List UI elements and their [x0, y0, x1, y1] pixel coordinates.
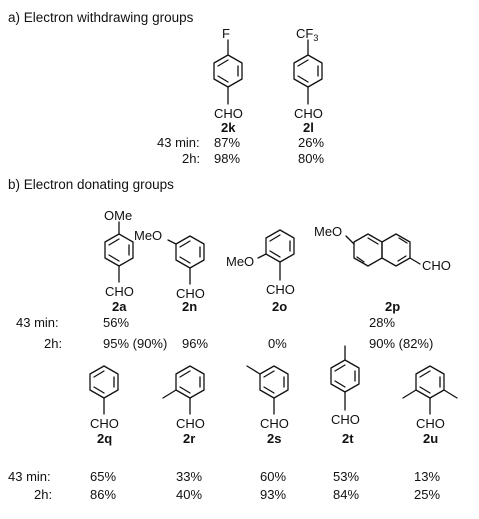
yield-2p-43min: 28% [369, 315, 396, 330]
yield-2t-43min: 53% [333, 469, 360, 484]
structure-2l: CF3 CHO [293, 26, 323, 121]
yield-2u-43min: 13% [414, 469, 441, 484]
compound-id-2k: 2k [221, 120, 236, 135]
label-2u-group: CHO [416, 416, 445, 431]
structure-2n: MeO CHO [134, 228, 205, 301]
compound-id-2u: 2u [423, 431, 439, 446]
yield-2n-2h: 96% [182, 336, 209, 351]
yield-2r-43min: 33% [176, 469, 203, 484]
structure-2k: F CHO [213, 26, 243, 121]
yield-2p-2h: 90% (82%) [369, 336, 434, 351]
structure-2u: CHO [402, 365, 458, 431]
yield-2l-43min: 26% [298, 135, 325, 150]
row-label-43min-b: 43 min: [16, 315, 59, 330]
structure-2q: CHO [89, 365, 119, 431]
row-label-2h-b: 2h: [44, 336, 63, 351]
label-2s-group: CHO [260, 416, 289, 431]
label-2o-group: CHO [266, 282, 295, 297]
row-label-43min-c: 43 min: [8, 469, 51, 484]
structure-2p: MeO CHO [314, 224, 451, 273]
yield-2q-2h: 86% [90, 487, 117, 502]
yield-2t-2h: 84% [333, 487, 360, 502]
structure-2s: CHO [246, 365, 289, 431]
row-label-43min-a: 43 min: [157, 135, 200, 150]
label-2k-group: CHO [214, 106, 243, 121]
label-2q-group: CHO [90, 416, 119, 431]
structure-2r: CHO [162, 365, 205, 431]
compound-id-2a: 2a [112, 299, 127, 314]
compound-id-2n: 2n [182, 299, 198, 314]
structure-2t: CHO [330, 345, 360, 427]
compound-id-2s: 2s [267, 431, 282, 446]
compound-id-2q: 2q [97, 431, 113, 446]
row-label-2h-a: 2h: [182, 151, 201, 166]
label-2k-substituent: F [222, 26, 230, 41]
yield-2o-2h: 0% [268, 336, 287, 351]
label-2r-group: CHO [176, 416, 205, 431]
yield-2s-43min: 60% [260, 469, 287, 484]
label-2o-substituent: MeO [226, 254, 254, 269]
yield-2s-2h: 93% [260, 487, 287, 502]
label-2a-substituent: OMe [104, 208, 132, 223]
compound-id-2r: 2r [183, 431, 196, 446]
section-b-title: b) Electron donating groups [8, 177, 174, 192]
compound-id-2l: 2l [303, 120, 314, 135]
label-2l-substituent: CF3 [296, 26, 318, 43]
label-2p-group: CHO [422, 258, 451, 273]
compound-id-2o: 2o [272, 299, 288, 314]
structure-2a: OMe CHO [104, 208, 134, 299]
compound-id-2t: 2t [342, 431, 354, 446]
yield-2k-2h: 98% [214, 151, 241, 166]
yield-2a-2h: 95% (90%) [103, 336, 168, 351]
yield-2u-2h: 25% [414, 487, 441, 502]
section-a-title: a) Electron withdrawing groups [8, 10, 194, 25]
yield-2r-2h: 40% [176, 487, 203, 502]
yield-2l-2h: 80% [298, 151, 325, 166]
row-label-2h-c: 2h: [34, 487, 53, 502]
yield-2k-43min: 87% [214, 135, 241, 150]
label-2p-substituent: MeO [314, 224, 342, 239]
label-2n-substituent: MeO [134, 228, 162, 243]
yield-2q-43min: 65% [90, 469, 117, 484]
structure-2o: MeO CHO [226, 229, 295, 297]
label-2n-group: CHO [176, 286, 205, 301]
label-2a-group: CHO [105, 284, 134, 299]
compound-id-2p: 2p [385, 299, 401, 314]
yield-2a-43min: 56% [103, 315, 130, 330]
label-2t-group: CHO [331, 412, 360, 427]
label-2l-group: CHO [294, 106, 323, 121]
